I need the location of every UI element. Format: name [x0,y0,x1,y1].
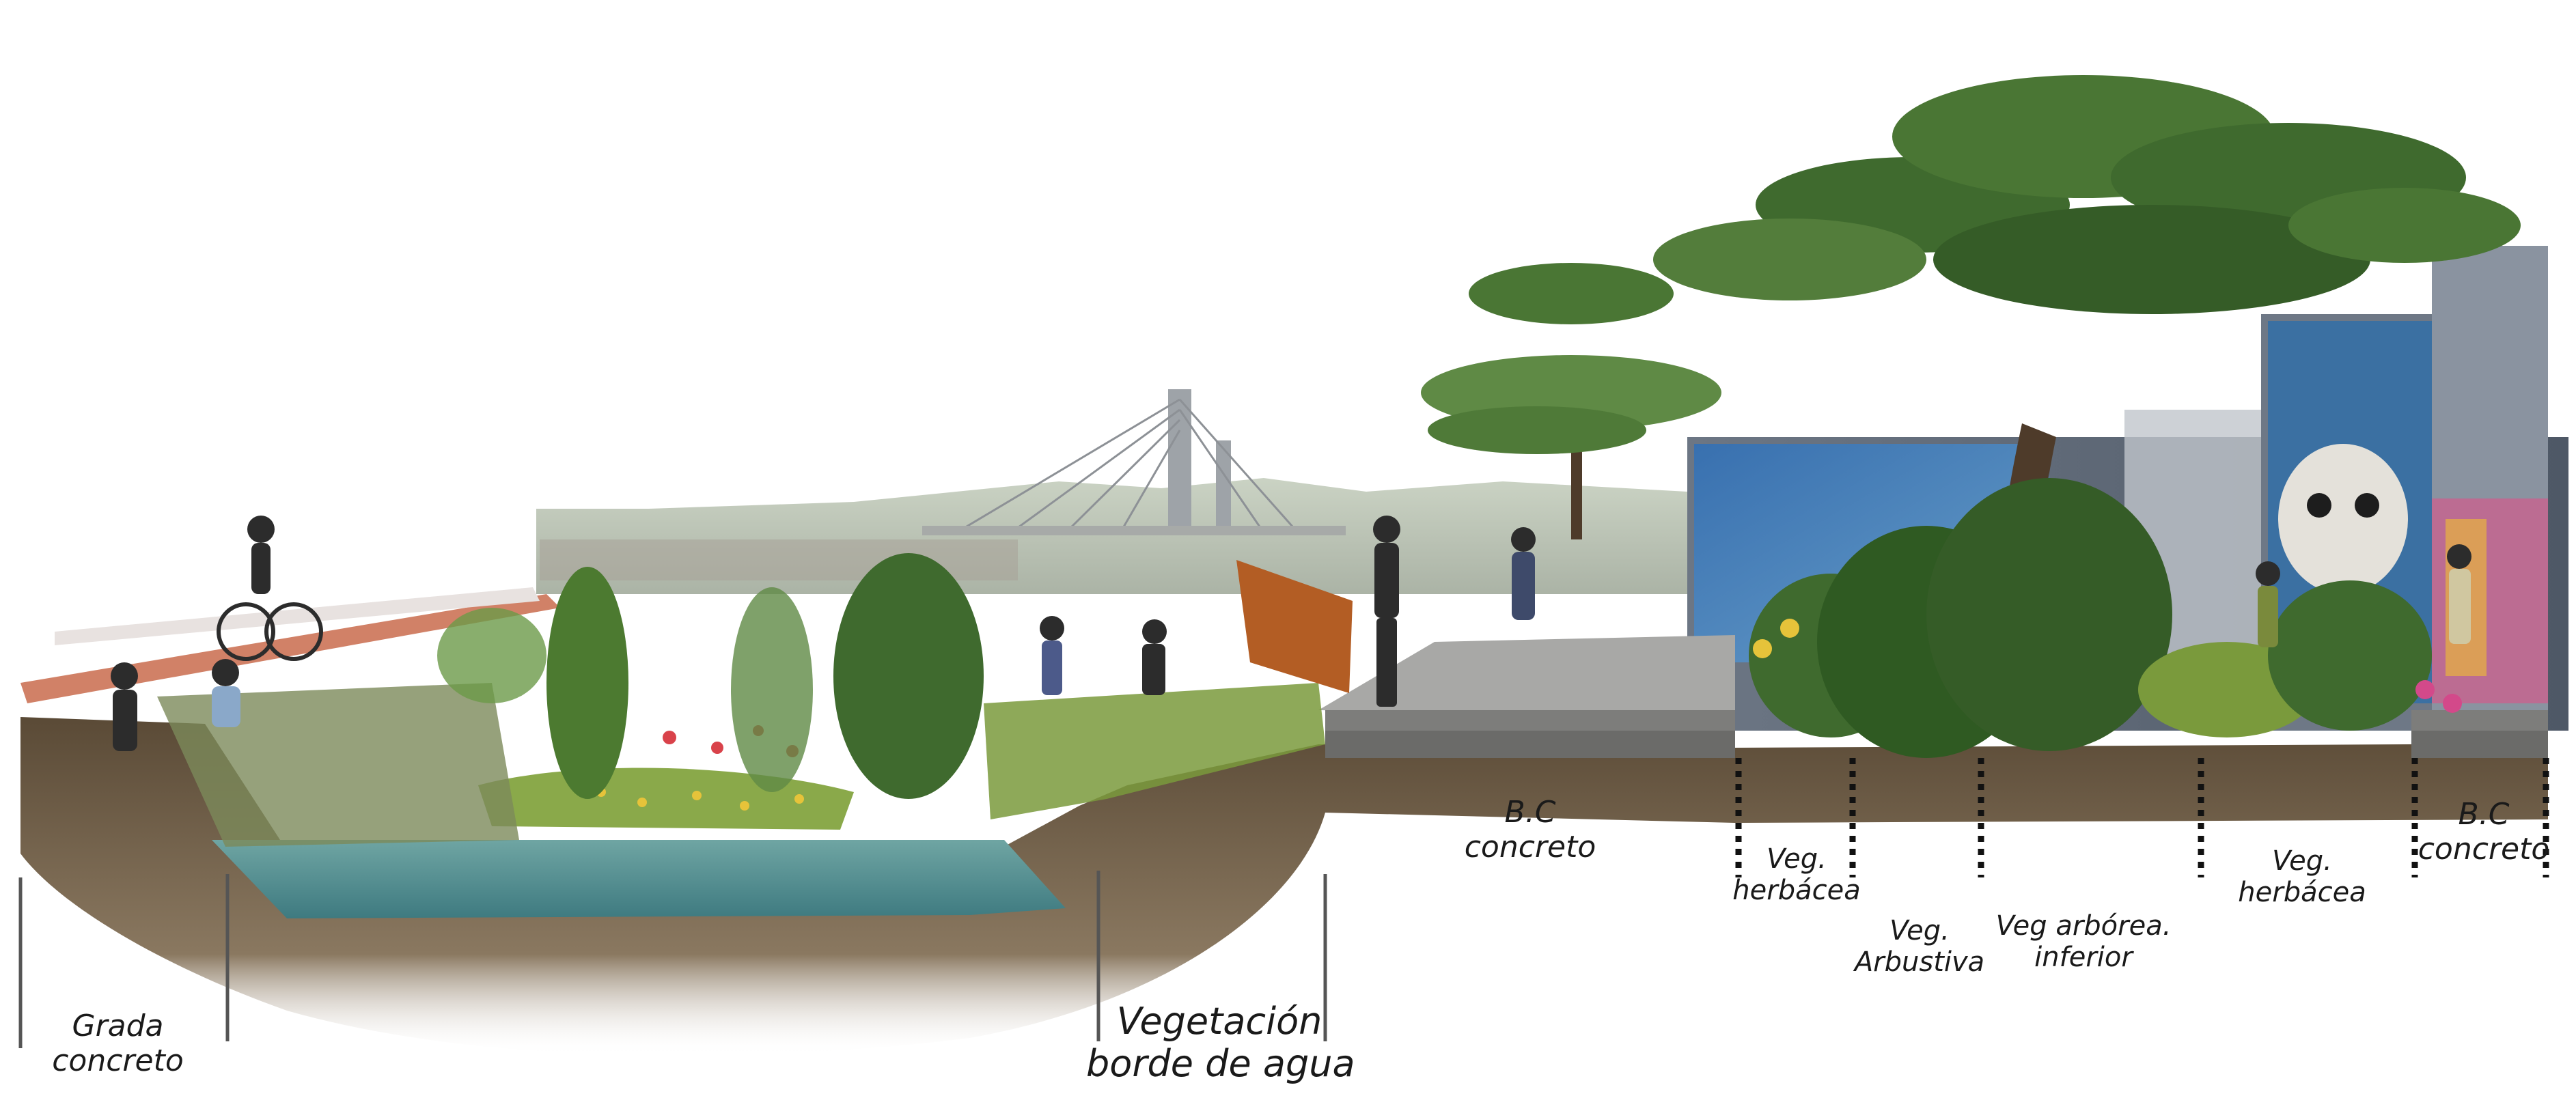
label-bc-left-line1: B.C [1504,795,1556,830]
label-bc-right-line2: concreto [2418,831,2550,867]
bridge-illustration [922,389,1346,535]
label-bc-right-line1: B.C [2458,797,2510,832]
label-grada-concreto: Grada concreto [27,1009,208,1078]
plaza-planting [1749,478,2462,758]
label-veg-arborea-line1: Veg arbórea. [1995,910,2172,942]
label-veg-herbacea-right-line1: Veg. [2272,845,2332,877]
water-channel [212,840,1066,918]
people [111,516,2471,751]
rust-panel [1236,560,1353,693]
label-veg-arbustiva-line1: Veg. [1889,915,1950,946]
yellow-flowers [596,787,804,811]
label-veg-arborea-inferior: Veg arbórea. inferior [1981,910,2186,973]
label-veg-herbacea-left: Veg. herbácea [1715,843,1879,906]
tree-medium [1421,355,1721,539]
label-vegetacion-line1: Vegetación [1116,1000,1322,1043]
section-markers-solid [18,871,1327,1048]
label-veg-arborea-line2: inferior [2034,942,2133,973]
label-bc-concreto-left: B.C concreto [1448,795,1612,864]
label-veg-herbacea-right: Veg. herbácea [2220,845,2384,908]
label-grada-line1: Grada [72,1009,164,1043]
label-veg-herbacea-right-line2: herbácea [2238,877,2366,908]
label-grada-line2: concreto [52,1043,184,1078]
label-veg-herbacea-left-line2: herbácea [1732,875,1861,906]
label-bc-left-line2: concreto [1464,829,1596,864]
label-bc-concreto-right: B.C concreto [2402,797,2566,867]
label-veg-arbustiva-line2: Arbustiva [1854,946,1985,978]
bike-path [20,594,560,703]
soil-section [20,717,2548,1056]
label-vegetacion-borde-agua: Vegetación borde de agua [1086,1000,1355,1086]
label-veg-arbustiva: Veg. Arbustiva [1838,915,2002,978]
label-vegetacion-line2: borde de agua [1086,1042,1355,1086]
label-veg-herbacea-left-line1: Veg. [1767,843,1827,875]
edge-vegetation [157,553,1325,847]
